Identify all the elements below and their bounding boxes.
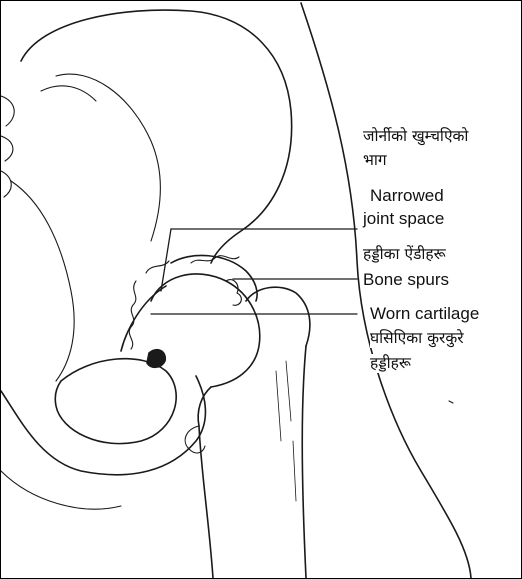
acetabulum-lower bbox=[121, 286, 166, 351]
label-worn-cartilage-nepali-2: हड्डीहरू bbox=[370, 354, 411, 373]
label-narrowed-joint-nepali-2: भाग bbox=[363, 151, 387, 170]
body-outline bbox=[301, 3, 471, 578]
sacrum-outline bbox=[11, 181, 74, 381]
label-bone-spurs: Bone spurs bbox=[363, 269, 449, 290]
femoral-head bbox=[151, 274, 260, 387]
label-worn-cartilage: Worn cartilage bbox=[370, 303, 479, 324]
worn-cartilage-patch bbox=[147, 350, 165, 368]
label-bone-spurs-nepali: हड्डीका ऐंडीहरू bbox=[363, 245, 446, 264]
label-narrowed: Narrowed bbox=[370, 185, 444, 206]
ilium-inner-ridge bbox=[56, 74, 160, 241]
label-narrowed-joint-nepali-1: जोर्नीको खुम्चएिको bbox=[363, 127, 468, 146]
ilium-outline bbox=[21, 10, 292, 263]
label-joint-space: joint space bbox=[363, 208, 444, 229]
label-worn-cartilage-nepali-1: घसिएिका कुरकुरे bbox=[370, 329, 464, 348]
pubis-outline bbox=[1, 376, 205, 475]
bone-spurs-left bbox=[129, 261, 169, 349]
bone-spurs-right bbox=[226, 280, 241, 306]
skin-tick bbox=[449, 401, 453, 403]
obturator-foramen bbox=[55, 359, 176, 444]
femur-shaft-right bbox=[302, 346, 306, 578]
ischium-outline bbox=[1, 471, 121, 509]
greater-trochanter bbox=[246, 287, 310, 346]
femur-shading bbox=[276, 361, 296, 501]
femur-shaft-left bbox=[199, 426, 213, 578]
ilium-crest-detail bbox=[41, 86, 96, 101]
